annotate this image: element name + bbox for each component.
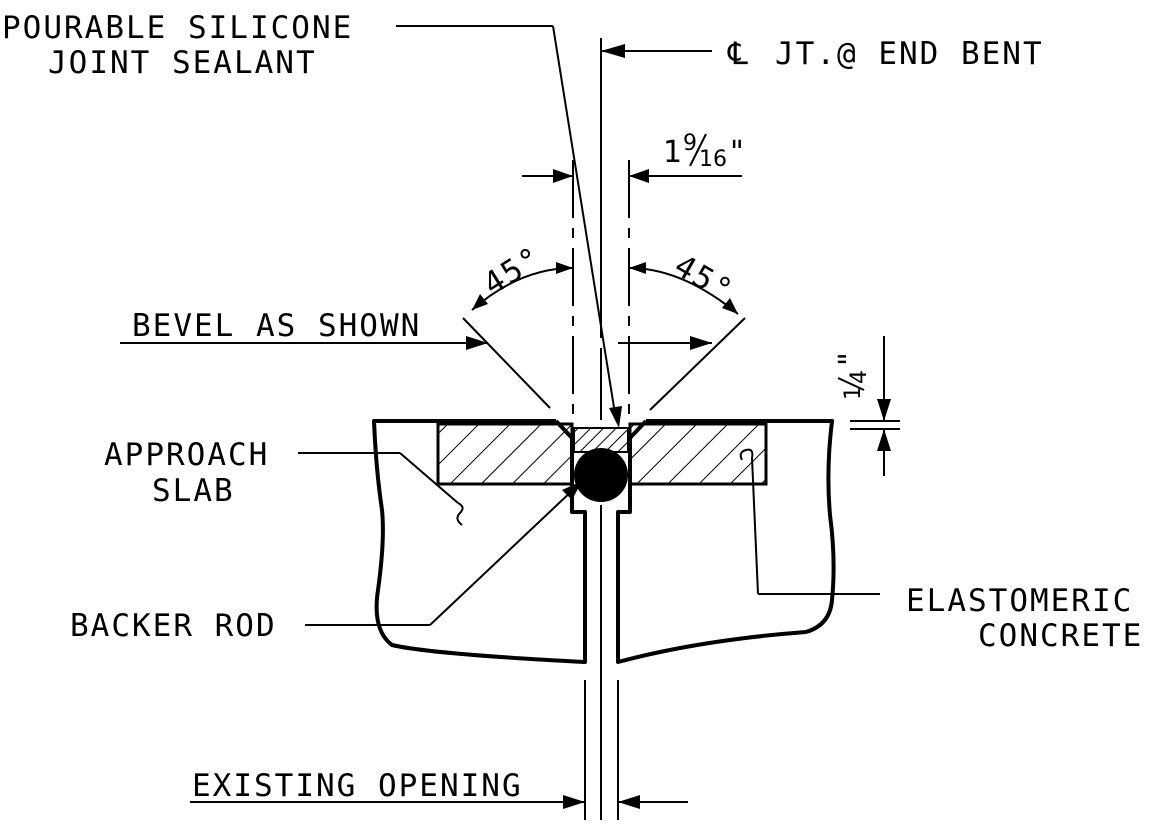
backer-rod-leader <box>305 481 582 626</box>
quarter-dimension <box>850 336 900 476</box>
approach-label-line2: SLAB <box>152 473 235 509</box>
centerline-label: JT.@ END BENT <box>775 36 1044 72</box>
sealant-label-line2: JOINT SEALANT <box>48 45 317 81</box>
existing-opening-lines <box>584 680 619 820</box>
width-dimension-label: 1 9 16 " <box>663 131 744 172</box>
centerline-leader <box>601 44 712 58</box>
angle-label-left: 45° <box>477 239 549 302</box>
backer-rod-label: BACKER ROD <box>70 608 277 644</box>
quarter-denominator: 4 <box>847 370 872 384</box>
width-dimension <box>522 169 742 183</box>
angle-arc-left <box>471 262 574 311</box>
bevel-guide-lines <box>462 317 746 411</box>
existing-opening-dimension <box>190 795 688 809</box>
width-dim-whole: 1 <box>663 135 682 170</box>
quarter-inch-mark: " <box>833 352 868 366</box>
centerline-symbol: ℄ <box>727 36 750 72</box>
angle-arc-right <box>628 262 739 315</box>
existing-opening-label: EXISTING OPENING <box>192 768 523 804</box>
backer-rod <box>574 448 628 502</box>
right-slab-outline <box>616 419 836 664</box>
quarter-dimension-label: 1 4 " <box>833 352 872 400</box>
width-dim-inch-mark: " <box>730 135 744 170</box>
quarter-numerator: 1 <box>841 386 866 400</box>
elastomeric-label-line2: CONCRETE <box>978 618 1143 654</box>
bevel-leader <box>120 336 712 350</box>
approach-label-line1: APPROACH <box>104 437 269 473</box>
left-slab-outline <box>372 419 587 664</box>
sealant-label-line1: POURABLE SILICONE <box>2 10 353 46</box>
width-dim-numerator: 9 <box>683 131 697 156</box>
approach-slab-leader <box>298 452 464 526</box>
right-elastomeric-concrete <box>628 422 768 486</box>
dimension-extension-lines <box>572 160 630 418</box>
sealant-leader <box>396 25 622 428</box>
width-dim-denominator: 16 <box>699 147 727 172</box>
elastomeric-label-line1: ELASTOMERIC <box>906 583 1133 619</box>
bevel-label: BEVEL AS SHOWN <box>132 308 421 344</box>
elastomeric-leader <box>739 448 880 595</box>
left-elastomeric-concrete <box>436 422 574 486</box>
